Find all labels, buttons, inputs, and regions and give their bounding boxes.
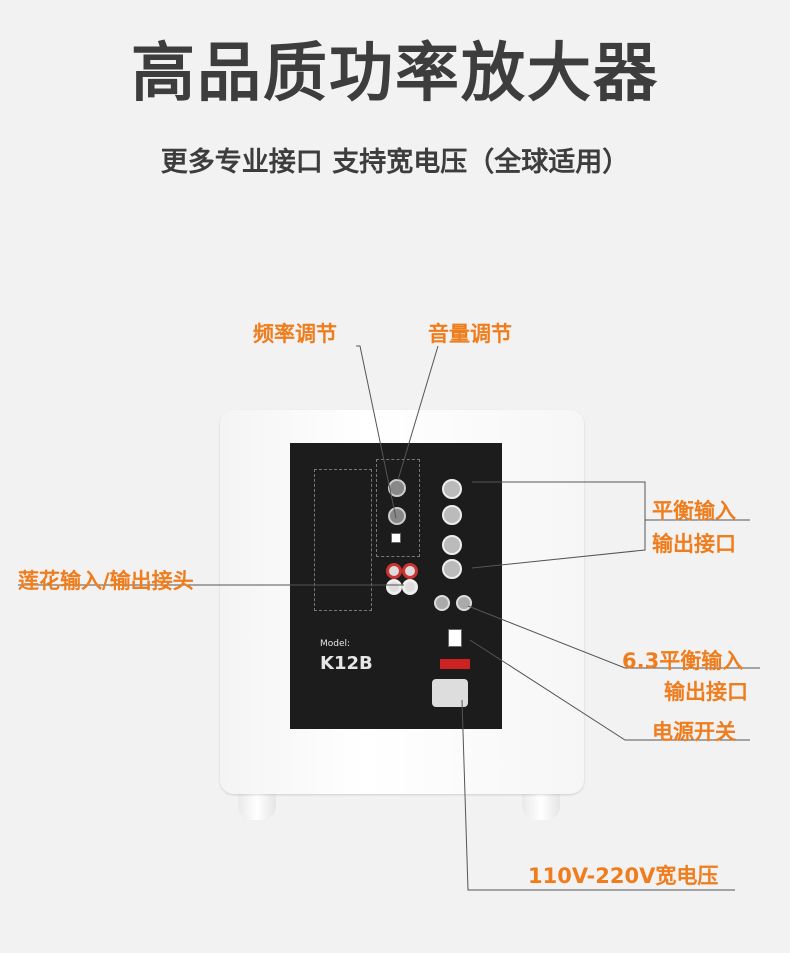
volume-knob[interactable] (388, 479, 406, 497)
callout-jack63-line1: 6.3平衡输入 (622, 649, 744, 673)
jack-6-3-output[interactable] (456, 595, 472, 611)
line-voltage (461, 699, 735, 891)
callout-rca: 莲花输入/输出接头 (18, 569, 194, 593)
callout-volume: 音量调节 (428, 322, 512, 346)
line-balanced (471, 481, 646, 569)
callout-jack63-line2: 输出接口 (664, 680, 748, 704)
callout-balanced-line1: 平衡输入 (652, 499, 736, 523)
page-title: 高品质功率放大器 (131, 37, 659, 111)
rca-output-right[interactable] (402, 579, 418, 595)
xlr-input-left[interactable] (442, 535, 462, 555)
line-jack63 (467, 605, 760, 669)
rca-output-left[interactable] (386, 579, 402, 595)
fuse-holder (440, 659, 470, 669)
xlr-output-right[interactable] (442, 505, 462, 525)
page-subtitle: 更多专业接口 支持宽电压（全球适用） (160, 147, 630, 178)
power-switch[interactable] (448, 629, 462, 647)
amplifier-panel: Model: K12B (290, 443, 502, 729)
frequency-knob[interactable] (388, 507, 406, 525)
model-name: K12B (320, 653, 373, 674)
rca-input-right[interactable] (402, 563, 418, 579)
xlr-output-left[interactable] (442, 559, 462, 579)
line-volume (397, 345, 439, 481)
callout-balanced-line2: 输出接口 (652, 532, 736, 556)
line-frequency (356, 345, 397, 519)
line-power-switch (469, 639, 750, 741)
connector-diagram-box (314, 469, 372, 611)
jack-6-3-input[interactable] (434, 595, 450, 611)
model-label: Model: (320, 639, 351, 649)
callout-power-switch: 电源开关 (652, 720, 736, 744)
phase-switch[interactable] (391, 533, 401, 543)
controls-box (376, 459, 420, 557)
rca-input-left[interactable] (386, 563, 402, 579)
callout-voltage: 110V-220V宽电压 (528, 864, 719, 888)
callout-frequency: 频率调节 (253, 322, 337, 346)
xlr-input-right[interactable] (442, 479, 462, 499)
